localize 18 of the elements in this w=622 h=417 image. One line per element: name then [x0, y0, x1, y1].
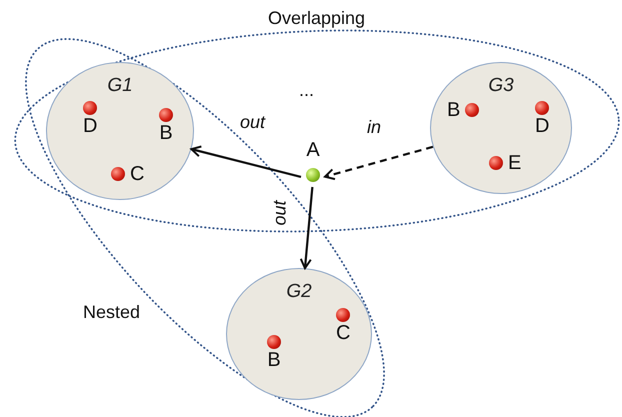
member-label: C — [130, 164, 144, 184]
group-name: G3 — [487, 75, 515, 97]
ellipsis-label: ... — [299, 80, 314, 101]
member-label: B — [267, 350, 281, 370]
member-label: D — [535, 116, 550, 136]
group-title: Overlapping — [268, 8, 366, 29]
group-name: G2 — [285, 281, 313, 303]
member-label: C — [336, 323, 350, 343]
group-name: G1 — [106, 75, 134, 97]
arrow — [324, 146, 434, 180]
member-label: E — [508, 153, 522, 173]
member-label: D — [83, 116, 98, 136]
member-label: B — [159, 123, 173, 143]
arrow — [300, 186, 314, 270]
group-title: Nested — [83, 302, 140, 323]
member-label: B — [447, 100, 460, 120]
arrow — [190, 146, 302, 178]
node-label: A — [306, 140, 320, 160]
